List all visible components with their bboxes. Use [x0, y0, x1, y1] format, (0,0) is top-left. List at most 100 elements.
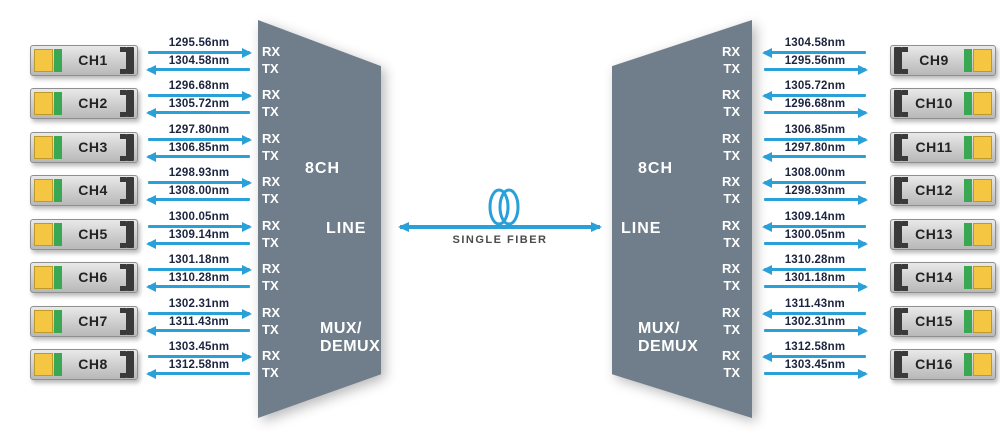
module-green-stripe [964, 266, 972, 289]
wavelength-arrows: 1311.43nm 1302.31nm [762, 297, 868, 341]
arrow-to-mux [148, 47, 252, 58]
wavelength-arrows: 1309.14nm 1300.05nm [762, 210, 868, 254]
module-yellow-block [34, 223, 53, 246]
arrow-from-mux [146, 151, 250, 162]
channel-row-ch16: RX TX 1312.58nm 1303.45nm CH16 [712, 340, 996, 384]
module-green-stripe [54, 49, 62, 72]
wavelength-label: 1297.80nm [168, 124, 230, 136]
channel-row-ch8: CH8 1303.45nm 1312.58nm RX TX [30, 340, 295, 384]
mux-port-labels: RX TX [712, 210, 740, 254]
arrow-to-mux [762, 308, 866, 319]
wavelength-arrows: 1302.31nm 1311.43nm [146, 297, 252, 341]
arrow-from-mux [764, 107, 868, 118]
channel-label: CH6 [78, 269, 108, 285]
module-yellow-block [973, 266, 992, 289]
channel-label: CH3 [78, 139, 108, 155]
arrow-from-mux [146, 281, 250, 292]
wavelength-label: 1303.45nm [784, 359, 846, 371]
module-yellow-block [34, 179, 53, 202]
arrow-to-mux [762, 177, 866, 188]
wavelength-label: 1303.45nm [168, 341, 230, 353]
sfp-module-ch3: CH3 [30, 132, 138, 163]
wavelength-arrows: 1304.58nm 1295.56nm [762, 36, 868, 80]
channel-row-ch1: CH1 1295.56nm 1304.58nm RX TX [30, 36, 295, 80]
sfp-module-ch1: CH1 [30, 45, 138, 76]
module-bracket [894, 177, 908, 204]
arrow-to-mux [148, 264, 252, 275]
channel-label: CH14 [915, 269, 953, 285]
channel-label: CH8 [78, 356, 108, 372]
sfp-module-ch5: CH5 [30, 219, 138, 250]
wavelength-label: 1311.43nm [169, 316, 229, 328]
tx-port-label: TX [262, 278, 279, 293]
fiber-coil-icon [488, 188, 520, 226]
wavelength-label: 1295.56nm [168, 37, 230, 49]
wavelength-label: 1297.80nm [784, 142, 846, 154]
arrow-from-mux [146, 64, 250, 75]
arrow-from-mux [764, 325, 868, 336]
tx-port-label: TX [723, 61, 740, 76]
channel-label: CH13 [915, 226, 953, 242]
mux-port-labels: RX TX [712, 166, 740, 210]
mux-port-labels: RX TX [712, 297, 740, 341]
module-green-stripe [54, 353, 62, 376]
tx-port-label: TX [723, 104, 740, 119]
right-mux-capacity-label: 8CH [638, 160, 674, 177]
wavelength-label: 1300.05nm [784, 229, 846, 241]
tx-port-label: TX [723, 235, 740, 250]
wavelength-label: 1308.00nm [168, 185, 230, 197]
rx-port-label: RX [262, 305, 281, 320]
arrow-to-mux [148, 90, 252, 101]
arrow-from-mux [764, 134, 868, 145]
module-green-stripe [54, 92, 62, 115]
wavelength-label: 1308.00nm [784, 167, 846, 179]
tx-port-label: TX [723, 191, 740, 206]
module-yellow-block [973, 136, 992, 159]
wavelength-arrows: 1301.18nm 1310.28nm [146, 253, 252, 297]
channel-row-ch12: RX TX 1308.00nm 1298.93nm CH12 [712, 166, 996, 210]
module-bracket [894, 221, 908, 248]
wavelength-arrows: 1300.05nm 1309.14nm [146, 210, 252, 254]
sfp-module-ch15: CH15 [890, 306, 996, 337]
wavelength-label: 1305.72nm [784, 80, 846, 92]
channel-label: CH12 [915, 182, 953, 198]
channel-label: CH16 [915, 356, 953, 372]
arrow-from-mux [764, 64, 868, 75]
module-green-stripe [54, 310, 62, 333]
module-green-stripe [964, 92, 972, 115]
wavelength-label: 1310.28nm [168, 272, 230, 284]
module-green-stripe [964, 49, 972, 72]
module-green-stripe [964, 179, 972, 202]
wavelength-label: 1302.31nm [168, 298, 230, 310]
wavelength-label: 1298.93nm [784, 185, 846, 197]
arrow-to-mux [762, 264, 866, 275]
module-bracket [894, 134, 908, 161]
channel-row-ch4: CH4 1298.93nm 1308.00nm RX TX [30, 166, 295, 210]
wavelength-label: 1301.18nm [784, 272, 846, 284]
module-yellow-block [973, 92, 992, 115]
tx-port-label: TX [262, 322, 279, 337]
tx-port-label: TX [723, 278, 740, 293]
module-bracket [120, 221, 134, 248]
rx-port-label: RX [262, 44, 281, 59]
channel-label: CH7 [78, 313, 108, 329]
mux-port-labels: RX TX [262, 36, 292, 80]
arrow-to-mux [762, 151, 866, 162]
channel-row-ch11: RX TX 1306.85nm 1297.80nm CH11 [712, 123, 996, 167]
module-bracket [120, 90, 134, 117]
module-bracket [894, 351, 908, 378]
wavelength-label: 1306.85nm [784, 124, 846, 136]
channel-label: CH10 [915, 95, 953, 111]
sfp-module-ch12: CH12 [890, 175, 996, 206]
module-green-stripe [964, 353, 972, 376]
arrow-from-mux [764, 194, 868, 205]
sfp-module-ch13: CH13 [890, 219, 996, 250]
module-bracket [894, 264, 908, 291]
mux-port-labels: RX TX [262, 123, 292, 167]
arrow-to-mux [148, 308, 252, 319]
arrow-to-mux [148, 134, 252, 145]
wavelength-label: 1301.18nm [168, 254, 230, 266]
module-yellow-block [34, 266, 53, 289]
wavelength-label: 1295.56nm [784, 55, 846, 67]
module-yellow-block [34, 310, 53, 333]
